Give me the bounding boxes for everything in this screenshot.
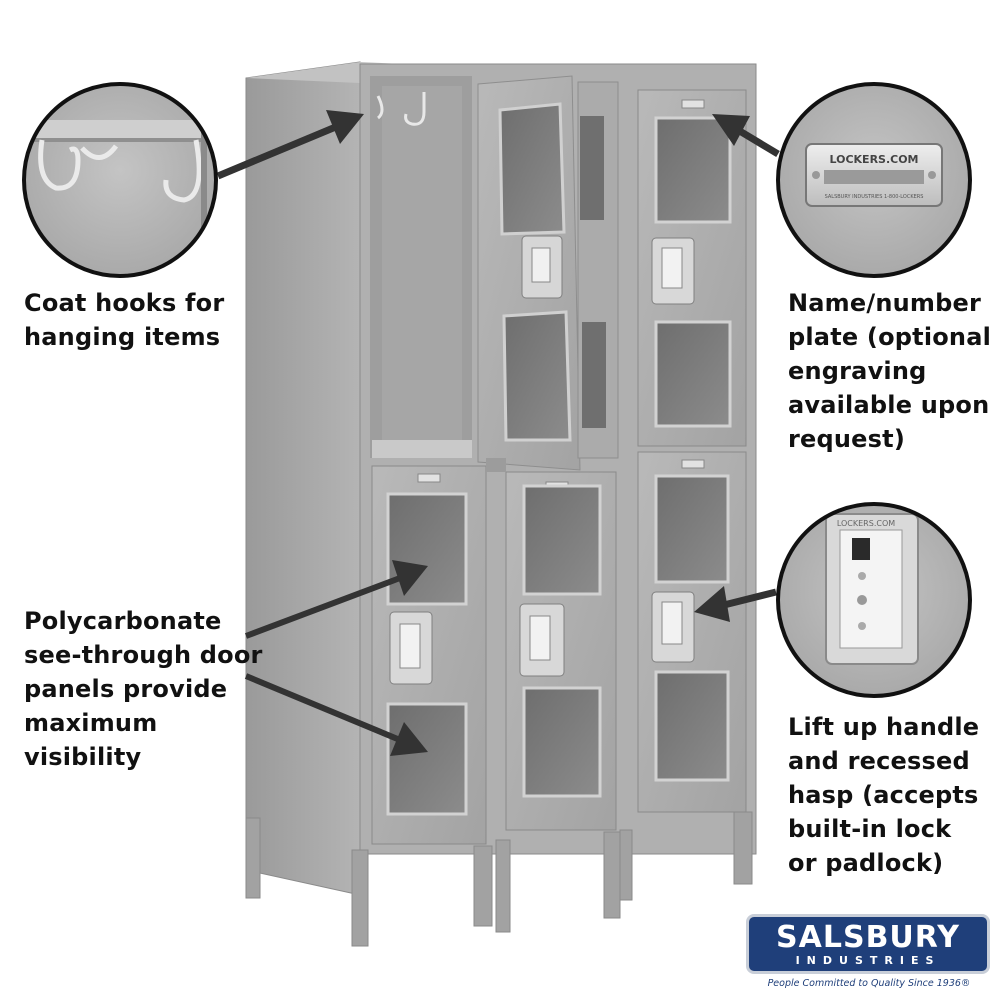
door-window <box>522 484 602 596</box>
inset-coat-hooks <box>22 82 218 278</box>
logo-tagline: People Committed to Quality Since 1936® <box>767 978 971 989</box>
door-window <box>386 492 468 606</box>
arrow-head-icon <box>390 722 428 756</box>
door-window <box>654 670 730 782</box>
arrow-panel-bottom <box>244 673 402 743</box>
open-door-window-top <box>498 102 566 236</box>
locker-legs <box>245 811 753 947</box>
hasp-icon <box>852 538 870 560</box>
coat-hook-icon <box>376 95 384 120</box>
inset-name-plate: LOCKERS.COM SALSBURY INDUSTRIES 1-800-LO… <box>776 82 972 278</box>
arrow-coat-hooks <box>216 122 340 180</box>
door-window <box>522 686 602 798</box>
callout-lift-handle: Lift up handle and recessed hasp (accept… <box>788 713 980 877</box>
door-window <box>654 474 730 584</box>
coat-hook-icon <box>80 144 119 160</box>
arrow-head-icon <box>694 586 730 622</box>
coat-hook-icon <box>163 139 202 203</box>
callout-name-plate: Name/number plate (optional engraving av… <box>788 289 992 453</box>
door-window <box>386 702 468 816</box>
arrow-head-icon <box>712 114 750 146</box>
plate-brand: LOCKERS.COM <box>829 153 918 166</box>
arrow-panel-top <box>244 575 402 639</box>
callout-coat-hooks: Coat hooks for hanging items <box>24 289 225 351</box>
logo-name: SALSBURY <box>776 920 960 955</box>
callout-polycarbonate: Polycarbonate see-through door panels pr… <box>24 607 263 771</box>
name-plate <box>681 99 705 109</box>
coat-hook-icon <box>38 139 81 191</box>
open-door-window-bottom <box>502 310 572 442</box>
arrow-lift-handle <box>719 588 777 610</box>
plate-small-print: SALSBURY INDUSTRIES 1-800-LOCKERS <box>825 194 924 200</box>
locker-side-panel <box>245 61 361 896</box>
door-window <box>654 116 732 224</box>
handle-brand: LOCKERS.COM <box>837 519 895 528</box>
callout-arrows <box>216 110 780 756</box>
logo-sub: INDUSTRIES <box>795 954 941 967</box>
salsbury-logo: SALSBURY INDUSTRIES <box>746 914 990 974</box>
arrow-head-icon <box>392 560 428 596</box>
arrow-head-icon <box>326 110 364 144</box>
arrow-name-plate <box>736 126 780 158</box>
coat-hook-icon <box>404 92 426 126</box>
door-window <box>654 320 732 428</box>
locker-unit <box>245 61 757 947</box>
inset-lift-handle: LOCKERS.COM <box>776 502 972 698</box>
